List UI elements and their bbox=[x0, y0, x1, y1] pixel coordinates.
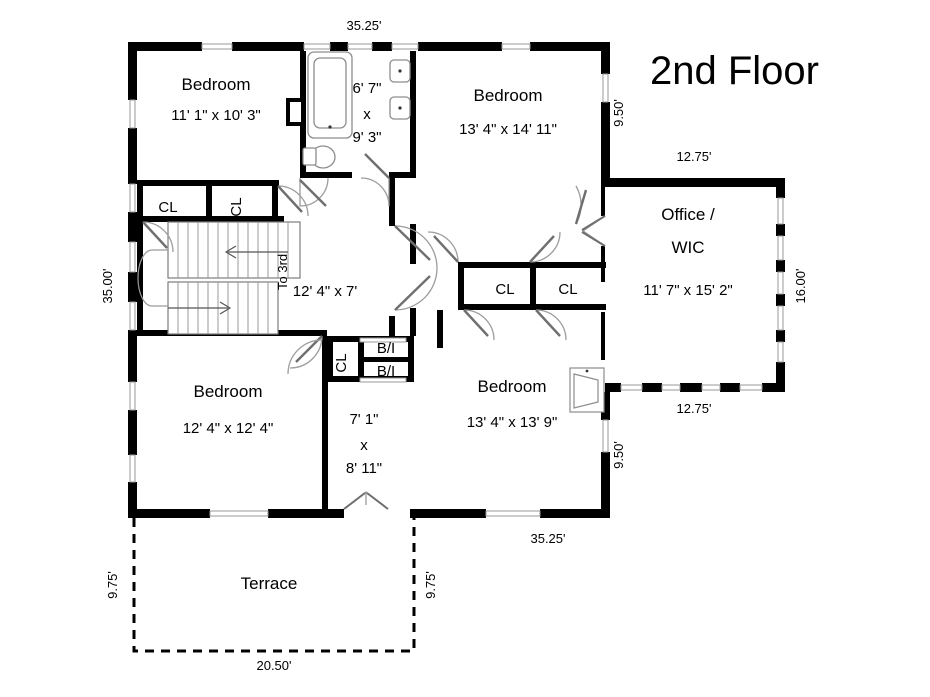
room-dim-office-wic: 11' 7" x 15' 2" bbox=[643, 282, 733, 299]
page-title: 2nd Floor bbox=[650, 49, 819, 93]
bathroom-fixtures bbox=[286, 51, 411, 169]
room-name-office-wic-line2: WIC bbox=[671, 238, 704, 257]
wardrobe-icon bbox=[569, 367, 605, 413]
dim-top-main: 35.25' bbox=[346, 18, 381, 33]
room-dim-bedroom-sw: 12' 4" x 12' 4" bbox=[183, 420, 274, 437]
dim-ext-top: 12.75' bbox=[676, 149, 711, 164]
closet-label-cl-mid-1: CL bbox=[495, 281, 514, 298]
room-dim-bedroom-se: 13' 4" x 13' 9" bbox=[467, 414, 558, 431]
hall-lower-dim-line2: 8' 11" bbox=[346, 460, 382, 477]
room-name-office-wic-line1: Office / bbox=[661, 205, 715, 224]
closet-label-cl-mid-2: CL bbox=[558, 281, 577, 298]
room-name-bedroom-sw: Bedroom bbox=[194, 382, 263, 401]
room-name-bedroom-ne: Bedroom bbox=[474, 86, 543, 105]
closet-label-cl-nw-1: CL bbox=[158, 199, 177, 216]
dim-terrace-left: 9.75' bbox=[105, 571, 120, 599]
dim-bottom-main: 35.25' bbox=[530, 531, 565, 546]
builtin-label-top: B/I bbox=[377, 340, 395, 357]
staircase: To 3rd bbox=[137, 221, 301, 335]
room-dim-bedroom-ne: 13' 4" x 14' 11" bbox=[459, 121, 557, 138]
dim-ext-right: 16.00' bbox=[793, 268, 808, 303]
room-dim-bedroom-nw: 11' 1" x 10' 3" bbox=[171, 107, 261, 124]
toilet-icon bbox=[302, 145, 336, 169]
sink-icon-lower bbox=[389, 96, 411, 120]
stair-to-3rd-label: To 3rd bbox=[275, 254, 290, 290]
closet-labels: CL CL CL CL CL B/I B/I bbox=[158, 197, 577, 380]
hall-lower-dim-x: x bbox=[360, 437, 368, 454]
builtin-label-bottom: B/I bbox=[377, 363, 395, 380]
dim-right-upper: 9.50' bbox=[611, 99, 626, 127]
dim-right-lower: 9.50' bbox=[611, 441, 626, 469]
dim-left-main: 35.00' bbox=[100, 268, 115, 303]
terrace-outline bbox=[132, 518, 416, 653]
exterior-walls bbox=[128, 42, 785, 518]
dimension-labels: 35.25' 35.00' 35.25' 9.50' 9.50' 12.75' … bbox=[100, 18, 808, 673]
room-name-terrace: Terrace bbox=[241, 574, 298, 593]
hall-upper-dim: 12' 4" x 7' bbox=[293, 283, 358, 300]
room-name-bedroom-se: Bedroom bbox=[478, 377, 547, 396]
bath-dim-line2: 9' 3" bbox=[352, 129, 381, 146]
closet-label-cl-nw-2: CL bbox=[228, 197, 245, 216]
room-name-bedroom-nw: Bedroom bbox=[182, 75, 251, 94]
dim-terrace-bottom: 20.50' bbox=[256, 658, 291, 673]
closet-label-cl-sw: CL bbox=[333, 353, 350, 372]
bath-dim-line1: 6' 7" bbox=[352, 80, 381, 97]
doors bbox=[142, 153, 606, 510]
hall-lower-dim-line1: 7' 1" bbox=[349, 411, 378, 428]
bath-dim-x: x bbox=[363, 106, 371, 123]
dim-terrace-right: 9.75' bbox=[423, 571, 438, 599]
sink-icon-upper bbox=[389, 59, 411, 83]
dim-ext-bottom: 12.75' bbox=[676, 401, 711, 416]
room-labels: Bedroom 11' 1" x 10' 3" Bedroom 13' 4" x… bbox=[171, 75, 733, 593]
